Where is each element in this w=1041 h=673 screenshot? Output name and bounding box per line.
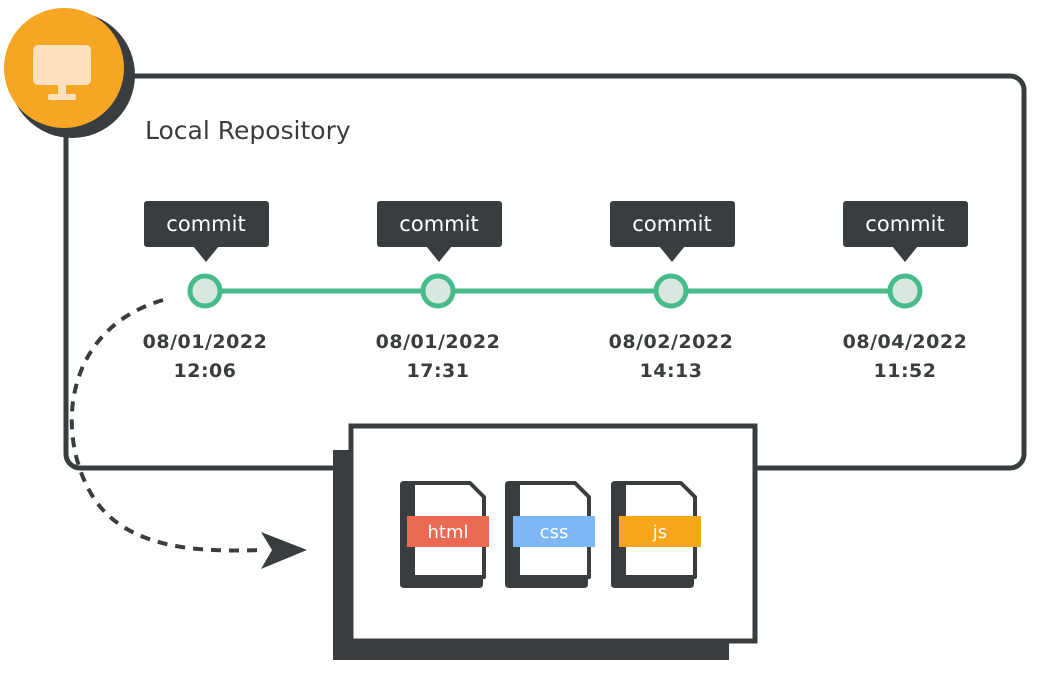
file-item-css: css [505, 481, 595, 588]
file-label: js [652, 522, 667, 543]
file-label: css [540, 522, 569, 543]
commit-time: 12:06 [174, 360, 237, 382]
commit-time: 11:52 [874, 360, 937, 382]
commit-node [420, 273, 456, 309]
commit-item: commit 08/02/2022 14:13 [609, 201, 735, 382]
commit-node [887, 273, 923, 309]
commit-tag-label: commit [865, 212, 944, 236]
checkout-arrow [69, 298, 307, 569]
file-label-band [513, 516, 595, 547]
file-label-band [619, 516, 701, 547]
commit-tag: commit [610, 201, 735, 262]
file-item-html: html [400, 481, 489, 588]
commit-date: 08/04/2022 [843, 331, 968, 353]
monitor-icon [33, 45, 91, 100]
file-item-js: js [611, 481, 701, 588]
commit-time: 14:13 [640, 360, 703, 382]
monitor-badge [4, 8, 135, 138]
commit-date: 08/01/2022 [143, 331, 268, 353]
commit-tag-label: commit [166, 212, 245, 236]
commit-item: commit 08/01/2022 17:31 [376, 201, 502, 382]
commit-tag: commit [377, 201, 502, 262]
file-label-band [407, 516, 489, 547]
commit-time: 17:31 [407, 360, 470, 382]
commit-item: commit 08/01/2022 12:06 [143, 201, 269, 382]
commit-tag-label: commit [399, 212, 478, 236]
commit-tag-label: commit [632, 212, 711, 236]
commit-node [653, 273, 689, 309]
arrow-head-icon [261, 532, 307, 569]
commit-date: 08/02/2022 [609, 331, 734, 353]
commit-tag: commit [144, 201, 269, 262]
repository-title: Local Repository [145, 116, 351, 145]
commit-date: 08/01/2022 [376, 331, 501, 353]
commit-tag: commit [843, 201, 968, 262]
file-label: html [427, 522, 468, 543]
commit-node [187, 273, 223, 309]
commit-item: commit 08/04/2022 11:52 [843, 201, 968, 382]
